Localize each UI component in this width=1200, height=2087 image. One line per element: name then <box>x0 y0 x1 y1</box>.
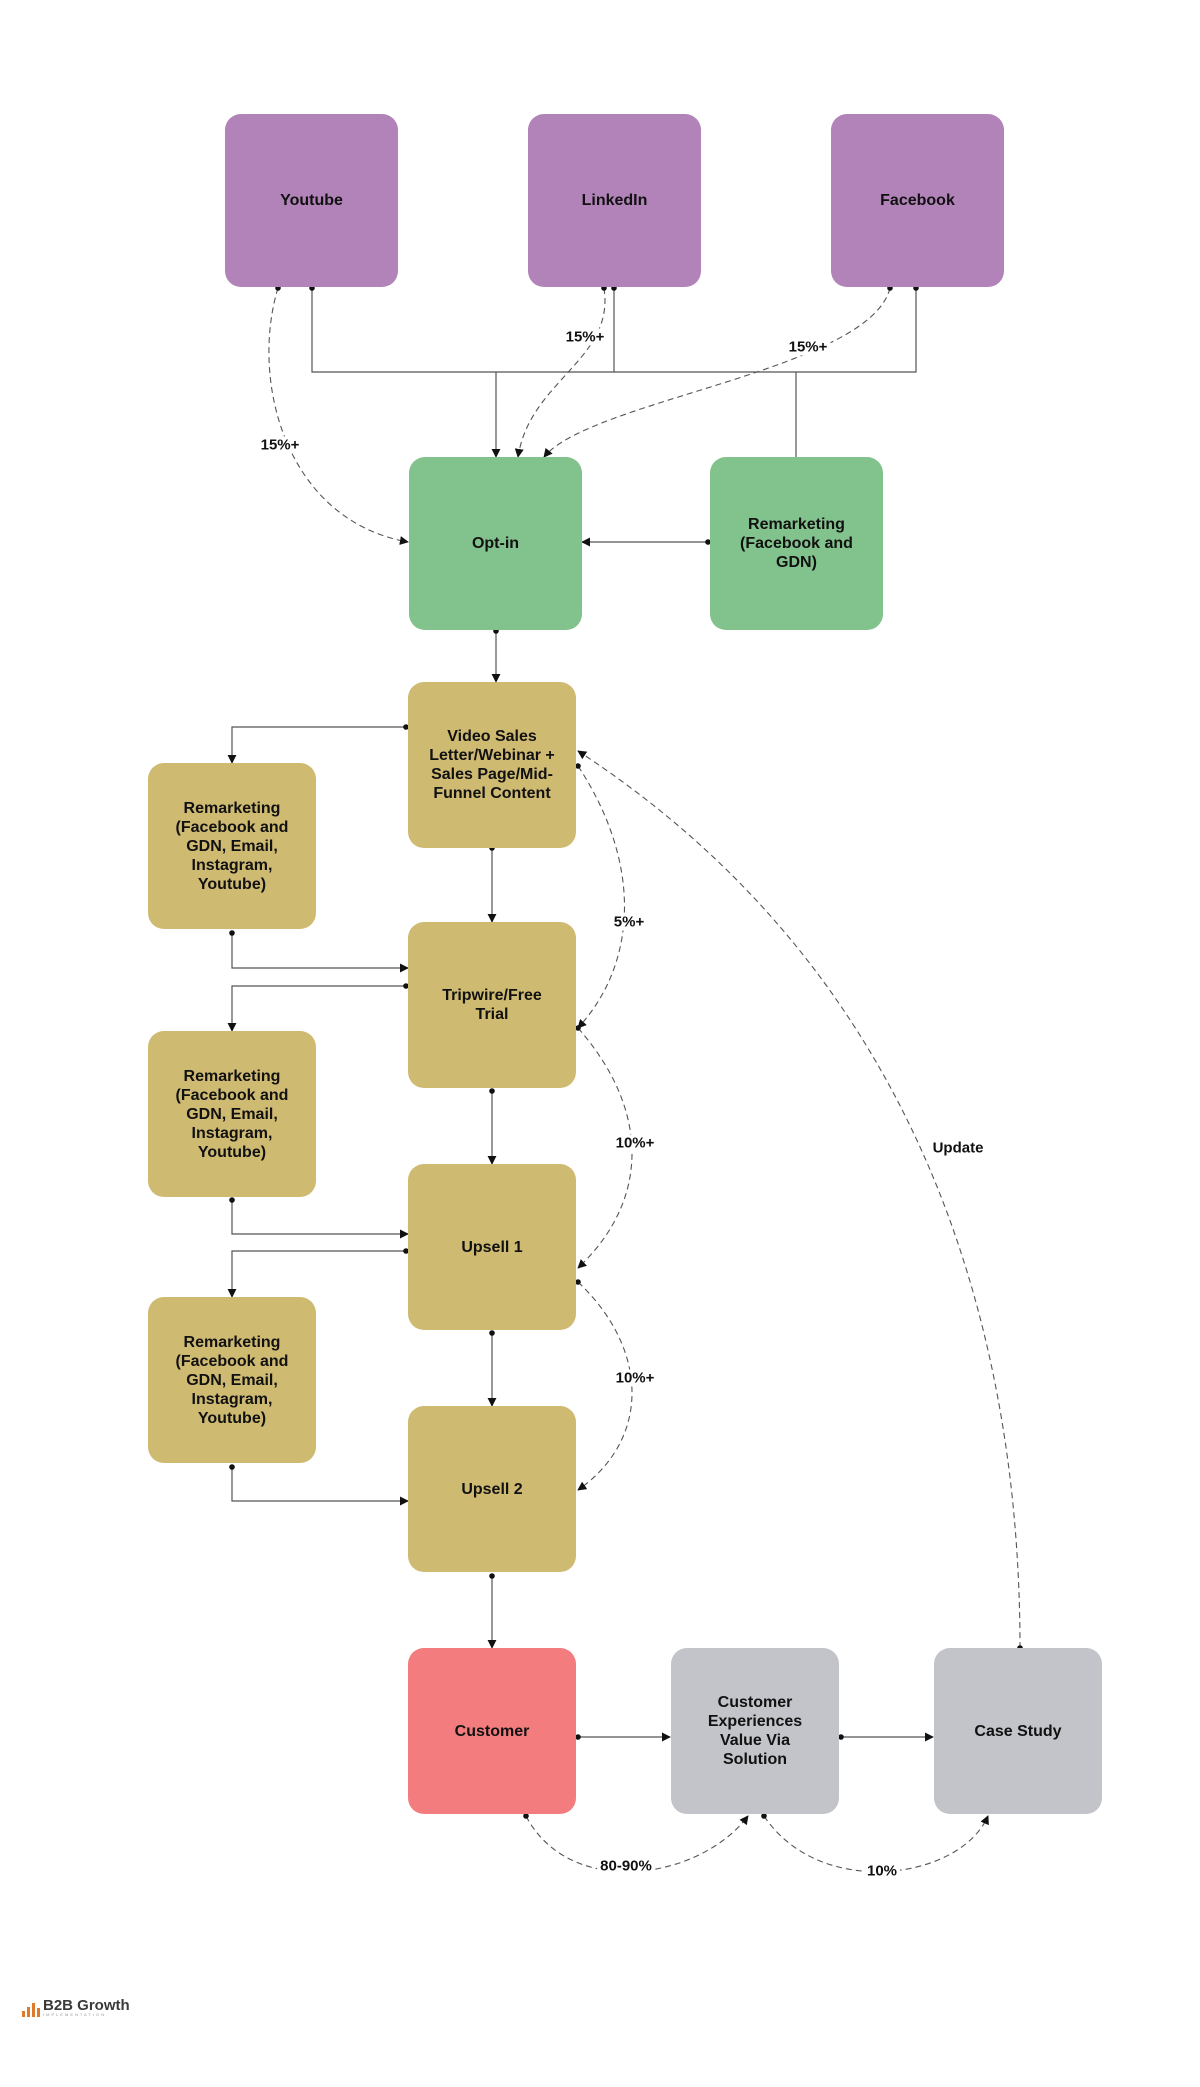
node-customer-value: Customer Experiences Value Via Solution <box>671 1648 839 1814</box>
node-facebook: Facebook <box>831 114 1004 287</box>
node-upsell2: Upsell 2 <box>408 1406 576 1572</box>
node-upsell1: Upsell 1 <box>408 1164 576 1330</box>
node-remarketing-3: Remarketing (Facebook and GDN, Email, In… <box>148 1297 316 1463</box>
edge-upsell1-remarketing3 <box>227 1250 406 1298</box>
node-case-study: Case Study <box>934 1648 1102 1814</box>
label-upsell2-rate: 10%+ <box>612 1369 658 1387</box>
label-linkedin-rate: 15%+ <box>562 328 608 346</box>
node-video-sales: Video Sales Letter/Webinar + Sales Page/… <box>408 682 576 848</box>
brand-logo: B2B Growth IMPLEMENTATION <box>22 1998 130 2017</box>
label-tripwire-rate: 5%+ <box>610 913 648 931</box>
edge-remarketing2-upsell1 <box>231 1200 409 1239</box>
node-youtube: Youtube <box>225 114 398 287</box>
edge-youtube-optin <box>311 288 501 458</box>
node-optin: Opt-in <box>409 457 582 630</box>
edge-facebook-optin <box>496 288 917 373</box>
edge-remarketing1-tripwire <box>231 933 409 973</box>
bar-chart-icon <box>22 2001 40 2017</box>
label-case-rate: 10% <box>863 1862 901 1880</box>
node-customer: Customer <box>408 1648 576 1814</box>
edge-youtube-optin-dashed <box>268 287 409 545</box>
edge-tripwire-remarketing2 <box>227 985 406 1032</box>
edge-case-update-dashed <box>577 750 1021 1649</box>
edge-video-remarketing1 <box>227 726 406 764</box>
logo-name: B2B Growth <box>43 1997 130 2014</box>
label-update: Update <box>929 1139 987 1157</box>
label-upsell1-rate: 10%+ <box>612 1134 658 1152</box>
edge-upsell1-upsell2-dashed <box>577 1281 633 1491</box>
node-remarketing-2: Remarketing (Facebook and GDN, Email, In… <box>148 1031 316 1197</box>
node-remarketing-fb-gdn: Remarketing (Facebook and GDN) <box>710 457 883 630</box>
node-remarketing-1: Remarketing (Facebook and GDN, Email, In… <box>148 763 316 929</box>
node-tripwire: Tripwire/Free Trial <box>408 922 576 1088</box>
node-linkedin: LinkedIn <box>528 114 701 287</box>
edge-linkedin-optin-dashed <box>514 287 606 458</box>
label-facebook-rate: 15%+ <box>785 338 831 356</box>
label-value-rate: 80-90% <box>597 1857 655 1875</box>
edge-video-tripwire-dashed <box>577 765 626 1029</box>
edge-facebook-optin-dashed <box>543 287 891 458</box>
label-youtube-rate: 15%+ <box>257 436 303 454</box>
edge-tripwire-upsell1-dashed <box>577 1027 633 1269</box>
edge-remarketing3-upsell2 <box>231 1467 409 1506</box>
logo-subtitle: IMPLEMENTATION <box>43 2012 106 2017</box>
